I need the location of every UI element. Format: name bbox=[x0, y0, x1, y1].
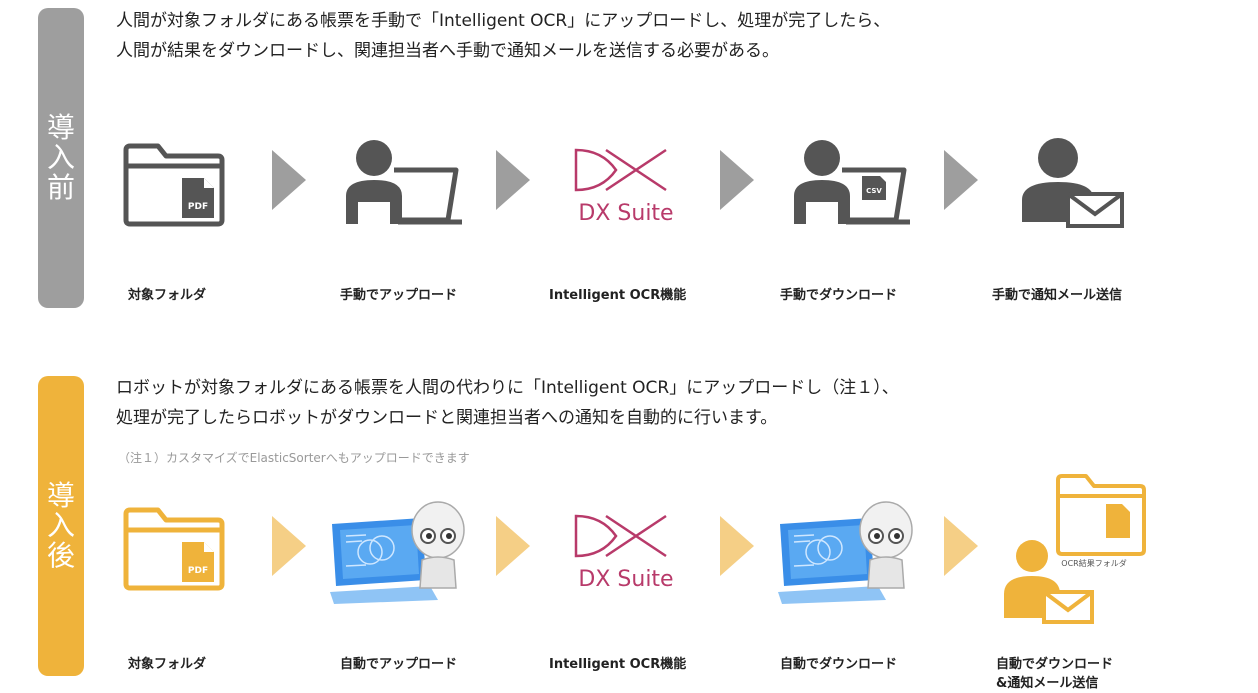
arrow-icon bbox=[272, 516, 306, 576]
description-line: 人間が対象フォルダにある帳票を手動で「Intelligent OCR」にアップロ… bbox=[116, 11, 891, 31]
label-line: &通知メール送信 bbox=[996, 676, 1099, 691]
arrow-icon bbox=[496, 516, 530, 576]
before-description: 人間が対象フォルダにある帳票を手動で「Intelligent OCR」にアップロ… bbox=[116, 6, 890, 66]
tab-char: 後 bbox=[46, 539, 75, 572]
arrow-icon bbox=[496, 150, 530, 210]
arrow-icon bbox=[944, 516, 978, 576]
arrow-icon bbox=[720, 516, 754, 576]
step-label: 手動でアップロード bbox=[340, 288, 458, 303]
after-description: ロボットが対象フォルダにある帳票を人間の代わりに「Intelligent OCR… bbox=[116, 373, 899, 433]
result-folder-label: OCR結果フォルダ bbox=[1061, 558, 1126, 568]
csv-badge: CSV bbox=[866, 187, 882, 195]
arrow-icon bbox=[720, 150, 754, 210]
step-label: 自動でアップロード bbox=[340, 657, 458, 672]
person-mail-icon bbox=[1022, 138, 1124, 228]
result-folder-mail-icon: OCR結果フォルダ bbox=[1004, 474, 1146, 624]
description-line: ロボットが対象フォルダにある帳票を人間の代わりに「Intelligent OCR… bbox=[116, 378, 899, 398]
dx-suite-logo: DX Suite bbox=[574, 514, 674, 592]
label-line: 自動でダウンロード bbox=[996, 657, 1114, 672]
folder-pdf-icon: PDF bbox=[123, 507, 225, 591]
description-line: 人間が結果をダウンロードし、関連担当者へ手動で通知メールを送信する必要がある。 bbox=[116, 41, 779, 61]
step-label: 手動でダウンロード bbox=[780, 288, 898, 303]
step-label-multiline: 自動でダウンロード &通知メール送信 bbox=[996, 653, 1113, 691]
step-label: 対象フォルダ bbox=[128, 657, 207, 672]
step-label: 自動でダウンロード bbox=[780, 657, 898, 672]
dx-suite-text: DX Suite bbox=[578, 567, 673, 592]
tab-char: 入 bbox=[46, 509, 75, 542]
dx-suite-logo: DX Suite bbox=[574, 148, 674, 226]
description-line: 処理が完了したらロボットがダウンロードと関連担当者への通知を自動的に行います。 bbox=[116, 408, 778, 428]
pdf-badge: PDF bbox=[188, 566, 208, 576]
step-label: Intelligent OCR機能 bbox=[549, 288, 687, 303]
person-laptop-csv-icon: CSV bbox=[794, 140, 910, 225]
after-section-tab: 導 入 後 bbox=[38, 376, 84, 676]
robot-computer-icon bbox=[330, 501, 465, 604]
tab-char: 入 bbox=[46, 141, 75, 174]
footnote: （注１）カスタマイズでElasticSorterへもアップロードできます bbox=[118, 451, 470, 465]
pdf-badge: PDF bbox=[188, 202, 208, 212]
dx-suite-text: DX Suite bbox=[578, 201, 673, 226]
person-laptop-icon bbox=[346, 140, 462, 225]
arrow-icon bbox=[944, 150, 978, 210]
robot-computer-icon bbox=[778, 501, 913, 604]
before-section-tab: 導 入 前 bbox=[38, 8, 84, 308]
tab-char: 前 bbox=[46, 171, 75, 204]
tab-char: 導 bbox=[46, 111, 75, 144]
step-label: Intelligent OCR機能 bbox=[549, 657, 687, 672]
folder-pdf-icon: PDF bbox=[123, 143, 225, 227]
tab-char: 導 bbox=[46, 479, 75, 512]
step-label: 対象フォルダ bbox=[128, 288, 207, 303]
step-label: 手動で通知メール送信 bbox=[992, 288, 1123, 303]
arrow-icon bbox=[272, 150, 306, 210]
